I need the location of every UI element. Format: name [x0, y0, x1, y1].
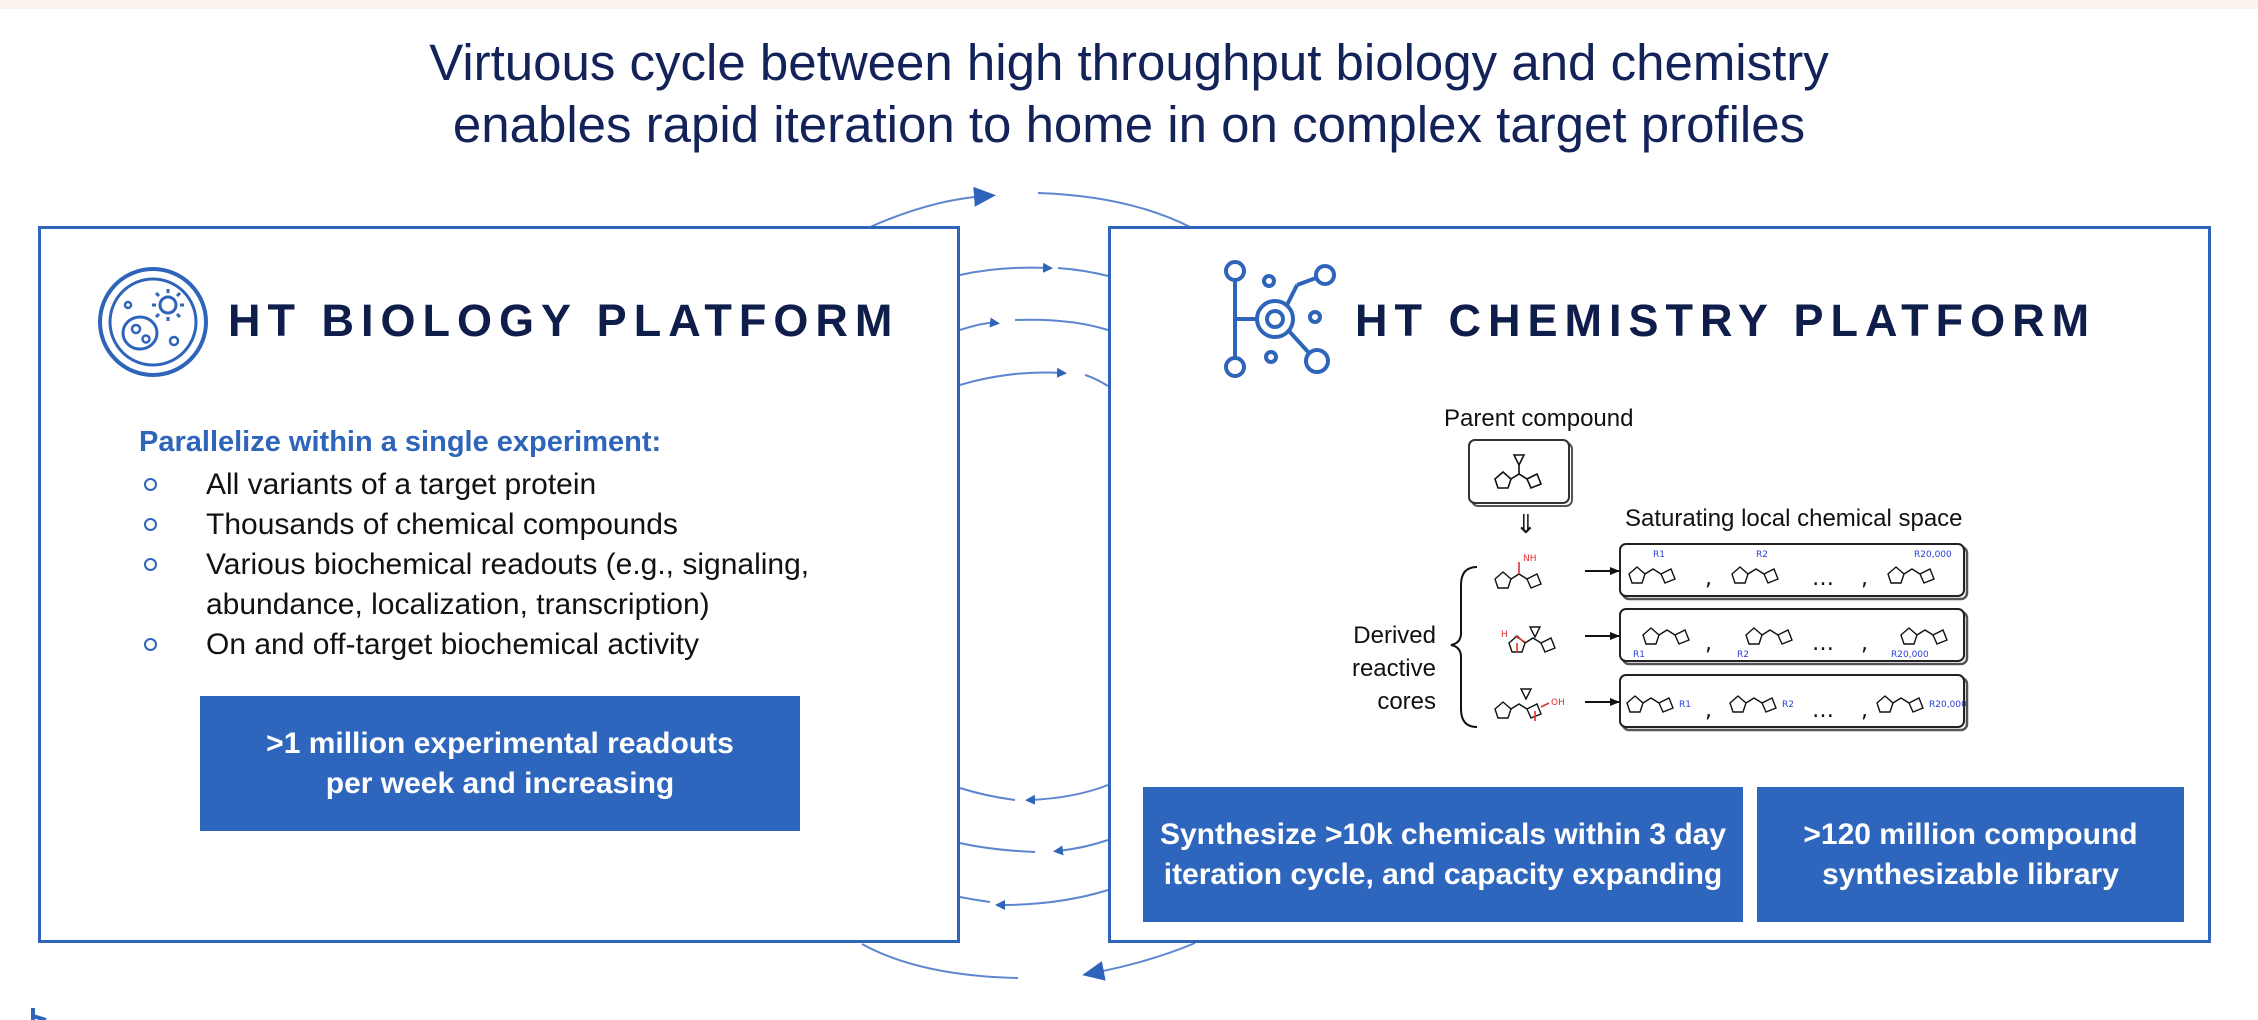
- svg-text:,: ,: [1705, 698, 1712, 723]
- svg-text:R1: R1: [1633, 650, 1645, 660]
- svg-text:…: …: [1812, 631, 1834, 656]
- biology-list-heading: Parallelize within a single experiment:: [139, 426, 662, 458]
- bullet-icon: [144, 638, 157, 651]
- core-amine: NH: [1494, 554, 1542, 589]
- derived-cores-label: Derived reactive cores: [1351, 622, 1436, 715]
- arc-bottom-3: [995, 889, 1109, 910]
- saturating-label: Saturating local chemical space: [1625, 505, 1963, 532]
- biology-title: HT BIOLOGY PLATFORM: [228, 295, 900, 346]
- page-title: Virtuous cycle between high throughput b…: [0, 32, 2258, 156]
- arc-top-4: [959, 367, 1067, 386]
- list-item: Various biochemical readouts (e.g., sign…: [141, 545, 809, 585]
- arc-top-3: [959, 317, 1000, 331]
- svg-text:R2: R2: [1756, 550, 1768, 560]
- page-title-line-2: enables rapid iteration to home in on co…: [452, 96, 1806, 153]
- svg-text:H: H: [1501, 630, 1508, 640]
- arc-top-2: [959, 262, 1053, 276]
- bullet-icon: [144, 518, 157, 531]
- arc-top-outer: [867, 186, 996, 229]
- chemical-scheme: ⇓ NH H OH: [1450, 439, 1969, 732]
- svg-text:,: ,: [1705, 631, 1712, 656]
- core-aldehyde: H: [1501, 626, 1556, 653]
- chemistry-panel: HT CHEMISTRY PLATFORM Parent compound Sa…: [1108, 226, 2211, 943]
- svg-text:R1: R1: [1653, 550, 1665, 560]
- svg-text:OH: OH: [1551, 698, 1565, 708]
- double-arrow-down: ⇓: [1515, 510, 1537, 540]
- library-size-box: >120 million compound synthesizable libr…: [1757, 787, 2184, 922]
- brace: [1450, 566, 1478, 728]
- arc-bottom-1: [1025, 784, 1109, 805]
- list-item: Thousands of chemical compounds: [141, 505, 809, 545]
- library-row-1: , … , R1 R2 R20,000: [1619, 543, 1969, 601]
- bullet-icon: [144, 478, 157, 491]
- biology-panel: HT BIOLOGY PLATFORM Parallelize within a…: [38, 226, 960, 943]
- list-item: All variants of a target protein: [141, 465, 809, 505]
- biology-readouts-box: >1 million experimental readouts per wee…: [200, 696, 800, 831]
- parent-compound-structure: [1468, 439, 1573, 507]
- svg-text:…: …: [1812, 566, 1834, 591]
- page-title-line-1: Virtuous cycle between high throughput b…: [429, 34, 1829, 91]
- top-band: [0, 0, 2258, 9]
- svg-text:NH: NH: [1523, 554, 1537, 564]
- arc-bottom-2: [1053, 839, 1109, 856]
- library-row-2: , … , R1 R2 R20,000: [1619, 608, 1969, 666]
- parent-compound-label: Parent compound: [1444, 405, 1634, 432]
- svg-text:R1: R1: [1679, 700, 1691, 710]
- svg-text:R20,000: R20,000: [1929, 700, 1967, 710]
- list-item: On and off-target biochemical activity: [141, 625, 809, 665]
- biology-list: All variants of a target protein Thousan…: [141, 465, 809, 665]
- svg-text:…: …: [1812, 698, 1834, 723]
- core-acid: OH: [1494, 688, 1565, 721]
- svg-text:R2: R2: [1782, 700, 1794, 710]
- synthesis-capacity-box: Synthesize >10k chemicals within 3 day i…: [1143, 787, 1743, 922]
- svg-text:,: ,: [1861, 566, 1868, 591]
- chemistry-title: HT CHEMISTRY PLATFORM: [1355, 295, 2097, 346]
- bullet-icon: [144, 558, 157, 571]
- corner-mark: [31, 1008, 47, 1020]
- library-row-3: , … , R1 R2 R20,000: [1619, 674, 1969, 732]
- cell-icon: [98, 267, 208, 377]
- list-item-continuation: abundance, localization, transcription): [206, 588, 710, 621]
- molecule-network-icon: [1224, 260, 1336, 378]
- svg-text:R20,000: R20,000: [1891, 650, 1929, 660]
- svg-text:,: ,: [1705, 566, 1712, 591]
- svg-text:R2: R2: [1737, 650, 1749, 660]
- svg-text:,: ,: [1861, 631, 1868, 656]
- svg-text:,: ,: [1861, 698, 1868, 723]
- arc-bottom-outer: [1082, 942, 1196, 981]
- svg-text:R20,000: R20,000: [1914, 550, 1952, 560]
